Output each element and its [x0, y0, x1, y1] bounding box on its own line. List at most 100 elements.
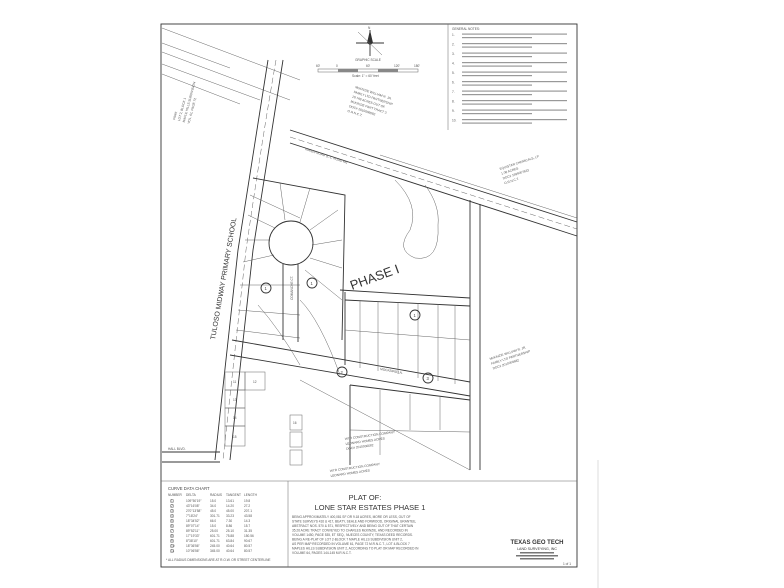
- note-number: 6.: [452, 81, 455, 85]
- curve-chart-title: CURVE DATA CHART: [168, 486, 210, 491]
- curve-cell: 4: [171, 514, 173, 518]
- note-number: 2.: [452, 43, 455, 47]
- curve-cell: 14.3: [244, 519, 250, 523]
- lot-lines-east: [299, 292, 471, 471]
- scale-tick: 180': [414, 64, 420, 68]
- note-number: 10.: [452, 119, 457, 123]
- curve-header: NUMBER: [168, 493, 183, 497]
- lot-lines-west: [235, 177, 346, 376]
- note-text-line: [462, 56, 532, 58]
- curve-cell: 109°50'19": [186, 499, 201, 503]
- notes-heading: GENERAL NOTES:: [452, 27, 480, 31]
- general-notes: GENERAL NOTES: 1.2.3.4.5.6.7.8.9.10.: [447, 24, 567, 130]
- description-line: BEING A RE-PLAT OF LOT 2-BLOCK 7 MAPLE H…: [292, 538, 403, 542]
- graphic-scale: GRAPHIC SCALE 60' 0 60' 120' 180' Scale:…: [316, 58, 420, 78]
- curve-cell: 9: [171, 539, 173, 543]
- curve-cell: 33.23: [226, 514, 234, 518]
- note-text-line: [462, 100, 567, 102]
- company-logo: TEXAS GEO TECH LAND SURVEYING, INC 1 of …: [510, 540, 571, 566]
- curve-number-circle: [169, 538, 175, 544]
- description-line: STATE SURVEYS 416 & 417, BEATY, SEALE AN…: [292, 520, 416, 524]
- curve-cell: 63.84: [226, 539, 234, 543]
- svg-text:EQUISTAR CHEMICALS, LP: EQUISTAR CHEMICALS, LP: [499, 154, 539, 171]
- curve-number-circle: [169, 523, 175, 529]
- note-text-line: [462, 46, 532, 48]
- curve-cell: 19.8: [244, 499, 250, 503]
- curve-number-circle: [169, 503, 175, 509]
- owner-top-label: McKINZIE WILLIAM R. JR. FAMILY LTD PARTN…: [347, 85, 393, 118]
- note-text-line: [462, 43, 567, 45]
- svg-text:LEONARD HOMES ACRES: LEONARD HOMES ACRES: [345, 436, 385, 445]
- note-number: 1.: [452, 33, 455, 37]
- curve-cell: 80.57: [244, 549, 252, 553]
- note-text-line: [462, 90, 567, 92]
- wtr2-label: WTR CONSTRUCTION COMPANY LEONARD HOMES A…: [330, 462, 382, 478]
- scale-tick: 120': [394, 64, 400, 68]
- curve-cell: 31.35: [244, 529, 252, 533]
- curve-cell: 89°52'11": [186, 529, 199, 533]
- note-text-line: [462, 33, 567, 35]
- note-text-line: [462, 75, 532, 77]
- note-number: 8.: [452, 100, 455, 104]
- note-text-line: [462, 37, 532, 39]
- curve-cell: 43.58: [244, 514, 252, 518]
- note-number: 5.: [452, 71, 455, 75]
- equistar-label: EQUISTAR CHEMICALS, LP 1.08 ACRES DOC# 1…: [499, 154, 539, 185]
- svg-text:3: 3: [427, 376, 430, 381]
- svg-text:12: 12: [253, 380, 257, 384]
- curve-cell: 3: [171, 509, 173, 513]
- svg-text:DOC# 2010006682: DOC# 2010006682: [346, 443, 374, 451]
- svg-text:11: 11: [233, 380, 237, 384]
- curve-cell: 10°06'56": [186, 549, 200, 553]
- block-markers: 1 1 1 2 3: [260, 277, 434, 384]
- svg-text:LEONARD HOMES ACRES: LEONARD HOMES ACRES: [330, 468, 370, 477]
- curve-header: LENGTH: [244, 493, 258, 497]
- park-label: PARK LOT 2, BLOCK 1 MAPLE HILLS SUBDIVIS…: [172, 81, 198, 125]
- svg-text:14: 14: [233, 416, 237, 420]
- curve-cell: 18°36'56": [186, 544, 200, 548]
- note-text-line: [462, 103, 532, 105]
- note-text-line: [462, 84, 532, 86]
- description-line: ABSTRACT NOS. 570 & 571, RESPECTIVELY AN…: [292, 524, 414, 528]
- curve-cell: 11: [171, 549, 175, 553]
- curve-cell: 40.64: [226, 544, 234, 548]
- plat-description: BEING APPROXIMATELY 400,081 SF OR 9.18 A…: [292, 515, 419, 555]
- note-text-line: [462, 109, 567, 111]
- curve-header: TANGENT: [226, 493, 241, 497]
- curve-cell: 10: [171, 544, 175, 548]
- svg-text:VOL. 61, PAGE 72: VOL. 61, PAGE 72: [187, 97, 198, 124]
- curve-number-circle: [169, 528, 175, 534]
- scale-ratio: Scale: 1" = 60' feet: [352, 74, 379, 78]
- svg-text:13: 13: [233, 398, 237, 402]
- plat-title-1: PLAT OF:: [349, 493, 382, 502]
- wtr-label: WTR CONSTRUCTION COMPANY LEONARD HOMES A…: [345, 430, 397, 451]
- curve-cell: 17°19'33": [186, 534, 200, 538]
- cul-de-sac: [268, 220, 314, 266]
- curve-number-circle: [169, 548, 175, 554]
- curve-cell: 89°07'14": [186, 524, 200, 528]
- svg-text:O.R.N.C.T.: O.R.N.C.T.: [347, 109, 363, 118]
- note-text-line: [462, 71, 567, 73]
- sheet-frame: [160, 23, 578, 568]
- curve-cell: 13.61: [226, 499, 234, 503]
- note-number: 3.: [452, 52, 455, 56]
- svg-text:1: 1: [414, 313, 417, 318]
- note-text-line: [462, 113, 532, 115]
- road-top-label: HAVEN ROAD (C.L. ROAD 48): [305, 147, 348, 164]
- curve-cell: 15.7: [244, 524, 250, 528]
- curve-number-circle: [169, 498, 175, 504]
- plat-title-2: LONE STAR ESTATES PHASE 1: [315, 503, 426, 512]
- curve-cell: 301.71: [210, 514, 220, 518]
- curve-cell: 80.57: [244, 544, 252, 548]
- curve-number-circle: [169, 508, 175, 514]
- curve-cell: 7.30: [226, 519, 232, 523]
- curve-cell: 25.10: [226, 529, 234, 533]
- curve-number-circle: [169, 533, 175, 539]
- curve-cell: 66.0: [210, 519, 216, 523]
- right-road: [469, 200, 481, 470]
- svg-text:2: 2: [341, 370, 344, 375]
- curve-cell: 5: [171, 519, 173, 523]
- scale-tick: 0: [336, 64, 338, 68]
